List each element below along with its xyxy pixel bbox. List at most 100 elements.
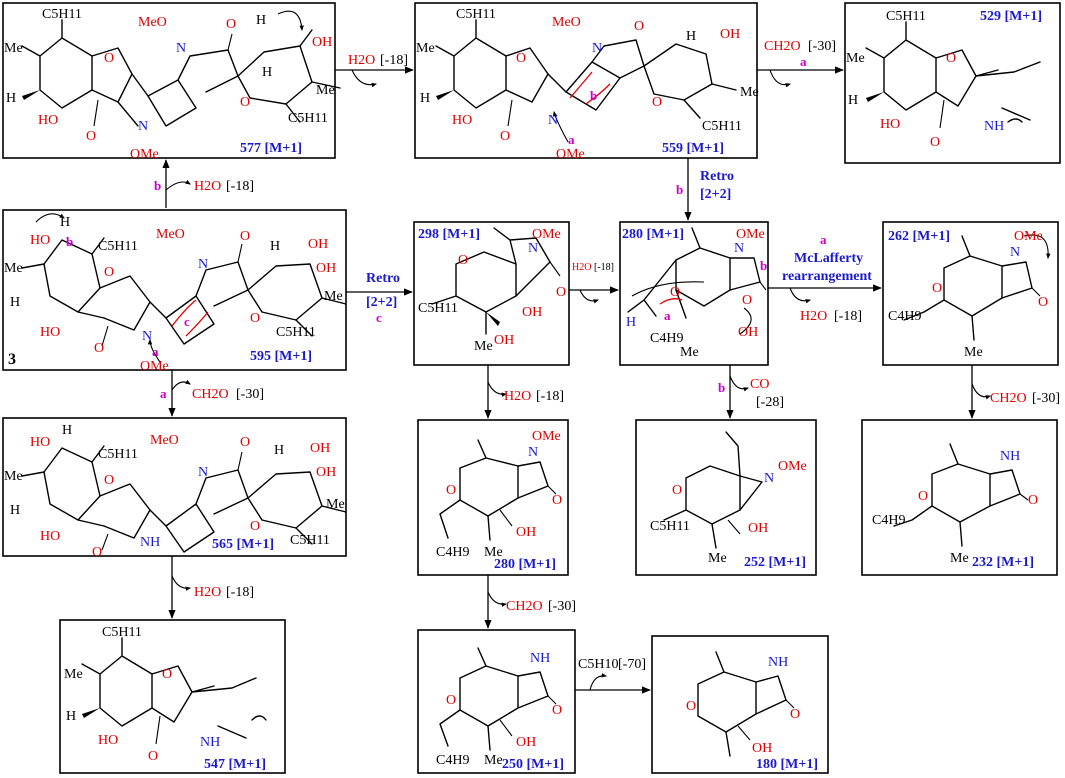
step-ch2o-559-529: CH2O: [764, 39, 801, 54]
arrow-595-to-565: [168, 370, 191, 417]
h-565: H: [10, 503, 20, 518]
o-577-carbonyl: O: [86, 129, 96, 144]
step-loss-565-547: [-18]: [226, 585, 254, 600]
h-595: H: [10, 295, 20, 310]
ome-559: OMe: [556, 147, 585, 162]
step-loss-559-529: [-30]: [808, 39, 836, 54]
arrow-262-to-232: [968, 365, 992, 419]
h-559: H: [420, 91, 430, 106]
h-565-right: H: [274, 443, 284, 458]
ome-280a: OMe: [736, 227, 765, 242]
o-595-right-ring: O: [250, 311, 260, 326]
meo-559: MeO: [552, 15, 581, 30]
step-loss-250-180: [-70]: [618, 657, 646, 672]
o-595-carbonyl: O: [94, 341, 104, 356]
me-298: Me: [474, 339, 493, 354]
o-529-carbonyl: O: [930, 135, 940, 150]
step-ch2o-262-232: CH2O: [990, 391, 1027, 406]
n-280a: N: [734, 241, 744, 256]
box-280a: [619, 221, 769, 366]
step-mclafferty: McLafferty: [794, 251, 863, 266]
o-565-right-ring: O: [250, 519, 260, 534]
c4h9-280b: C4H9: [436, 545, 469, 560]
box-547: [59, 619, 286, 774]
h-577-right: H: [256, 13, 266, 28]
label-250: 250 [M+1]: [502, 757, 564, 772]
o-595-top: O: [240, 229, 250, 244]
c5h11-298: C5H11: [418, 301, 458, 316]
ome-577: OMe: [130, 147, 159, 162]
ho-577: HO: [38, 113, 58, 128]
ho-565-top: HO: [30, 435, 50, 450]
pathway-a-559-529: a: [800, 54, 807, 69]
o-180-carbonyl: O: [790, 707, 800, 722]
pathway-c-595-298: c: [376, 310, 382, 325]
c5h11-559-top: C5H11: [456, 7, 496, 22]
meo-577: MeO: [138, 15, 167, 30]
step-h2o-298-280: H2O: [572, 262, 591, 273]
me-577-right: Me: [316, 83, 335, 98]
oh-595-left: HO: [40, 325, 60, 340]
step-h2o-298-280b: H2O: [504, 389, 531, 404]
structure-595: [21, 213, 347, 363]
c4h9-250: C4H9: [436, 753, 469, 768]
me-559-right: Me: [740, 85, 759, 100]
o-565-carbonyl: O: [92, 545, 102, 560]
n-298: N: [528, 241, 538, 256]
h-547: H: [66, 709, 76, 724]
pathway-a-280a: a: [664, 308, 671, 323]
o-232-ring: O: [918, 489, 928, 504]
oh-595-right-low: OH: [316, 261, 336, 276]
step-loss-298-280: [-18]: [594, 262, 614, 273]
structure-577: [21, 10, 341, 127]
step-loss-595-565: [-30]: [236, 387, 264, 402]
nh-250: NH: [530, 651, 550, 666]
step-ch2o-595-565: CH2O: [192, 387, 229, 402]
me-595-right: Me: [324, 289, 343, 304]
ho-595-top: HO: [30, 233, 50, 248]
structure-565: [21, 445, 347, 553]
step-loss-262-232: [-30]: [1032, 391, 1060, 406]
structure-298: [431, 227, 561, 335]
step-c5h10-250-180: C5H10: [578, 657, 618, 672]
step-rearrangement: rearrangement: [782, 269, 872, 284]
o-529-ring: O: [946, 51, 956, 66]
n-280b: N: [528, 445, 538, 460]
label-180: 180 [M+1]: [756, 757, 818, 772]
o-559-top: O: [634, 19, 644, 34]
step-22-559-280: [2+2]: [700, 187, 731, 202]
n-262: N: [1010, 245, 1020, 260]
o-250-ring: O: [446, 693, 456, 708]
h-529: H: [848, 93, 858, 108]
ome-262: OMe: [1014, 229, 1043, 244]
o-180-ring: O: [686, 699, 696, 714]
o-577-ring: O: [104, 51, 114, 66]
step-h2o-595-577: H2O: [194, 179, 221, 194]
step-loss-595-577: [-18]: [226, 179, 254, 194]
arrow-298-to-280a: [569, 286, 619, 304]
pathway-b-595: b: [66, 234, 73, 249]
me-565: Me: [4, 469, 23, 484]
ho-565-left: HO: [40, 529, 60, 544]
h-559-right: H: [686, 29, 696, 44]
arrow-559-to-529: [757, 66, 844, 88]
pathway-a-595-565: a: [160, 386, 167, 401]
box-180: [651, 635, 829, 774]
h-595-right: H: [270, 239, 280, 254]
ho-529: HO: [880, 117, 900, 132]
label-280a: 280 [M+1]: [622, 227, 684, 242]
me-559: Me: [416, 41, 435, 56]
o-595-ring: O: [104, 265, 114, 280]
nh-529: NH: [984, 119, 1004, 134]
n-595-bottom: N: [142, 329, 152, 344]
o-252-ring: O: [672, 483, 682, 498]
me-547: Me: [64, 667, 83, 682]
o-298-ring: O: [458, 253, 468, 268]
o-565-top: O: [240, 435, 250, 450]
oh-250: OH: [516, 735, 536, 750]
h-577-right-low: H: [262, 65, 272, 80]
label-559: 559 [M+1]: [662, 141, 724, 156]
c5h11-547: C5H11: [102, 625, 142, 640]
label-547: 547 [M+1]: [204, 757, 266, 772]
ho-547: HO: [98, 733, 118, 748]
